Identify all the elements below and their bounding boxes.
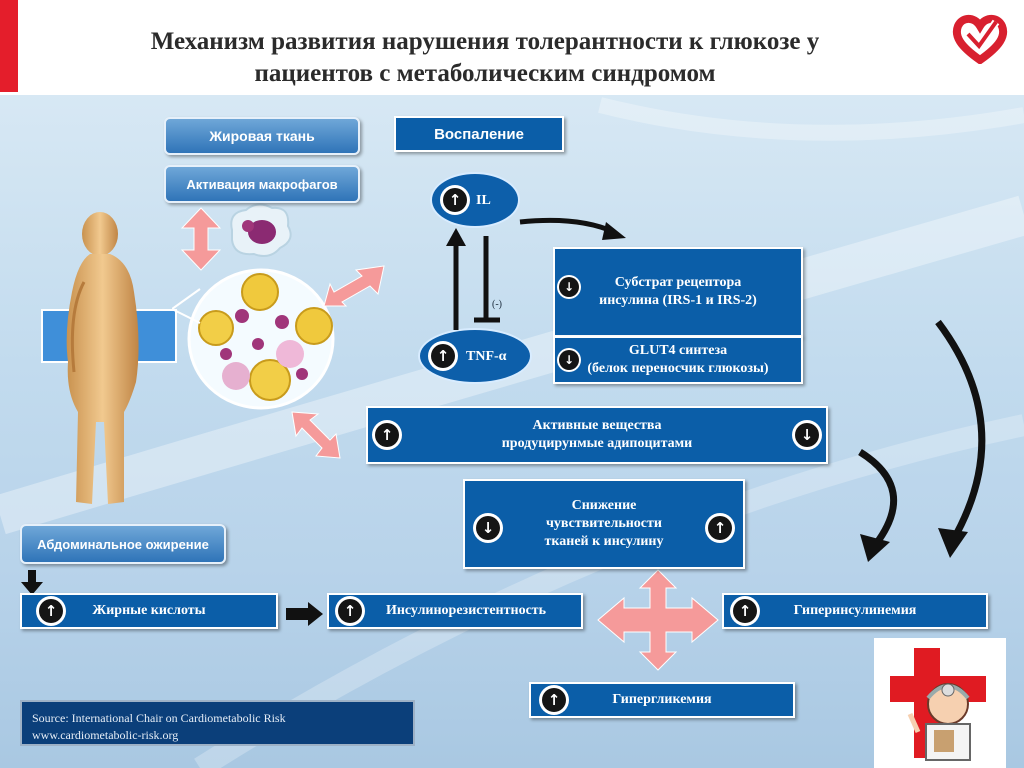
sensitivity-up-arrow-icon: ↑ xyxy=(705,513,735,543)
heart-check-logo xyxy=(952,14,1008,64)
glut4-down-arrow-icon: ↓ xyxy=(557,348,581,372)
il-to-receptor-arrow xyxy=(519,217,626,240)
tissue-connector-lines xyxy=(172,288,201,324)
receptor-line-1: Субстрат рецептора xyxy=(614,275,742,290)
header: Механизм развития нарушения толерантност… xyxy=(0,0,1024,95)
inflammation-box: Воспаление xyxy=(394,116,564,152)
title-line-1: Механизм развития нарушения толерантност… xyxy=(150,28,820,55)
pink-cross-arrow xyxy=(597,569,719,671)
tag-fat-tissue: Жировая ткань xyxy=(164,117,360,155)
adipose-tissue-illustration xyxy=(187,268,335,410)
source-citation: Source: International Chair on Cardiomet… xyxy=(20,700,415,746)
glut4-line-2: (белок переносчик глюкозы) xyxy=(587,361,769,376)
glut4-line-1: GLUT4 синтеза xyxy=(628,343,728,358)
il-ellipse: ↑ IL xyxy=(430,172,520,228)
tag-abdominal-obesity: Абдоминальное ожирение xyxy=(20,524,226,564)
adipocyte-line-1: Активные вещества xyxy=(532,418,662,433)
tag-fat-tissue-label: Жировая ткань xyxy=(209,128,315,144)
sensitivity-line-1: Снижение xyxy=(571,498,637,513)
page-title: Механизм развития нарушения толерантност… xyxy=(60,26,910,90)
receptor-down-arrow-icon: ↓ xyxy=(557,275,581,299)
tnf-label: TNF-α xyxy=(466,349,507,364)
glut4-box: ↓ GLUT4 синтеза (белок переносчик глюкоз… xyxy=(553,336,803,384)
receptor-line-2: инсулина (IRS-1 и IRS-2) xyxy=(599,293,757,308)
hyperglycemia-box: ↑ Гипергликемия xyxy=(529,682,795,718)
insulin-resistance-box: ↑ Инсулинорезистентность xyxy=(327,593,583,629)
hyperinsulinemia-box: ↑ Гиперинсулинемия xyxy=(722,593,988,629)
pink-vertical-arrow xyxy=(180,207,222,271)
hyperinsulinemia-up-arrow-icon: ↑ xyxy=(730,596,760,626)
hyperglycemia-up-arrow-icon: ↑ xyxy=(539,685,569,715)
obese-person-figure xyxy=(41,212,177,504)
source-line-1: Source: International Chair on Cardiomet… xyxy=(32,711,286,725)
medical-cross-doctor-icon xyxy=(890,648,986,761)
resistance-label: Инсулинорезистентность xyxy=(385,603,547,618)
fatty-acids-box: ↑ Жирные кислоты xyxy=(20,593,278,629)
hyperinsulinemia-label: Гиперинсулинемия xyxy=(793,603,917,618)
adipocyte-line-2: продуцирунмые адипоцитами xyxy=(501,436,693,451)
fatty-acids-label: Жирные кислоты xyxy=(92,603,206,618)
pink-diagonal-arrow-lower xyxy=(291,411,341,459)
doctor-clipart xyxy=(874,638,1006,768)
adipocyte-down-arrow-icon: ↓ xyxy=(792,420,822,450)
adipocyte-up-arrow-icon: ↑ xyxy=(372,420,402,450)
accent-strip xyxy=(0,0,18,92)
source-line-2: www.cardiometabolic-risk.org xyxy=(32,728,179,742)
fatty-to-resistance-arrow xyxy=(286,602,323,626)
tag-macrophage-activation: Активация макрофагов xyxy=(164,165,360,203)
abdominal-down-arrow xyxy=(21,570,43,595)
macrophage-illustration xyxy=(230,203,292,257)
inflammation-label: Воспаление xyxy=(434,125,524,143)
resistance-up-arrow-icon: ↑ xyxy=(335,596,365,626)
tnf-ellipse: ↑ TNF-α xyxy=(418,328,532,384)
tag-abdominal-label: Абдоминальное ожирение xyxy=(37,536,209,552)
inhibit-label: (-) xyxy=(492,299,502,310)
il-tnf-feedback-arrows xyxy=(446,228,500,330)
tnf-up-arrow-icon: ↑ xyxy=(428,341,458,371)
adipocyte-substances-box: ↑ Активные вещества продуцирунмые адипоц… xyxy=(366,406,828,464)
receptor-substrate-box: ↓ Субстрат рецептора инсулина (IRS-1 и I… xyxy=(553,247,803,337)
sensitivity-line-3: тканей к инсулину xyxy=(544,534,664,549)
pink-diagonal-arrow-upper xyxy=(323,265,385,307)
il-up-arrow-icon: ↑ xyxy=(440,185,470,215)
title-line-2: пациентов с метаболическим синдромом xyxy=(254,60,716,87)
hyperglycemia-label: Гипергликемия xyxy=(612,692,712,707)
fatty-acids-up-arrow-icon: ↑ xyxy=(36,596,66,626)
insulin-sensitivity-box: ↓ Снижение чувствительности тканей к инс… xyxy=(463,479,745,569)
sensitivity-line-2: чувствительности xyxy=(546,516,662,531)
il-label: IL xyxy=(476,193,491,208)
tag-macrophage-label: Активация макрофагов xyxy=(186,176,338,192)
curved-feedback-arrows xyxy=(858,319,986,562)
sensitivity-down-arrow-icon: ↓ xyxy=(473,513,503,543)
